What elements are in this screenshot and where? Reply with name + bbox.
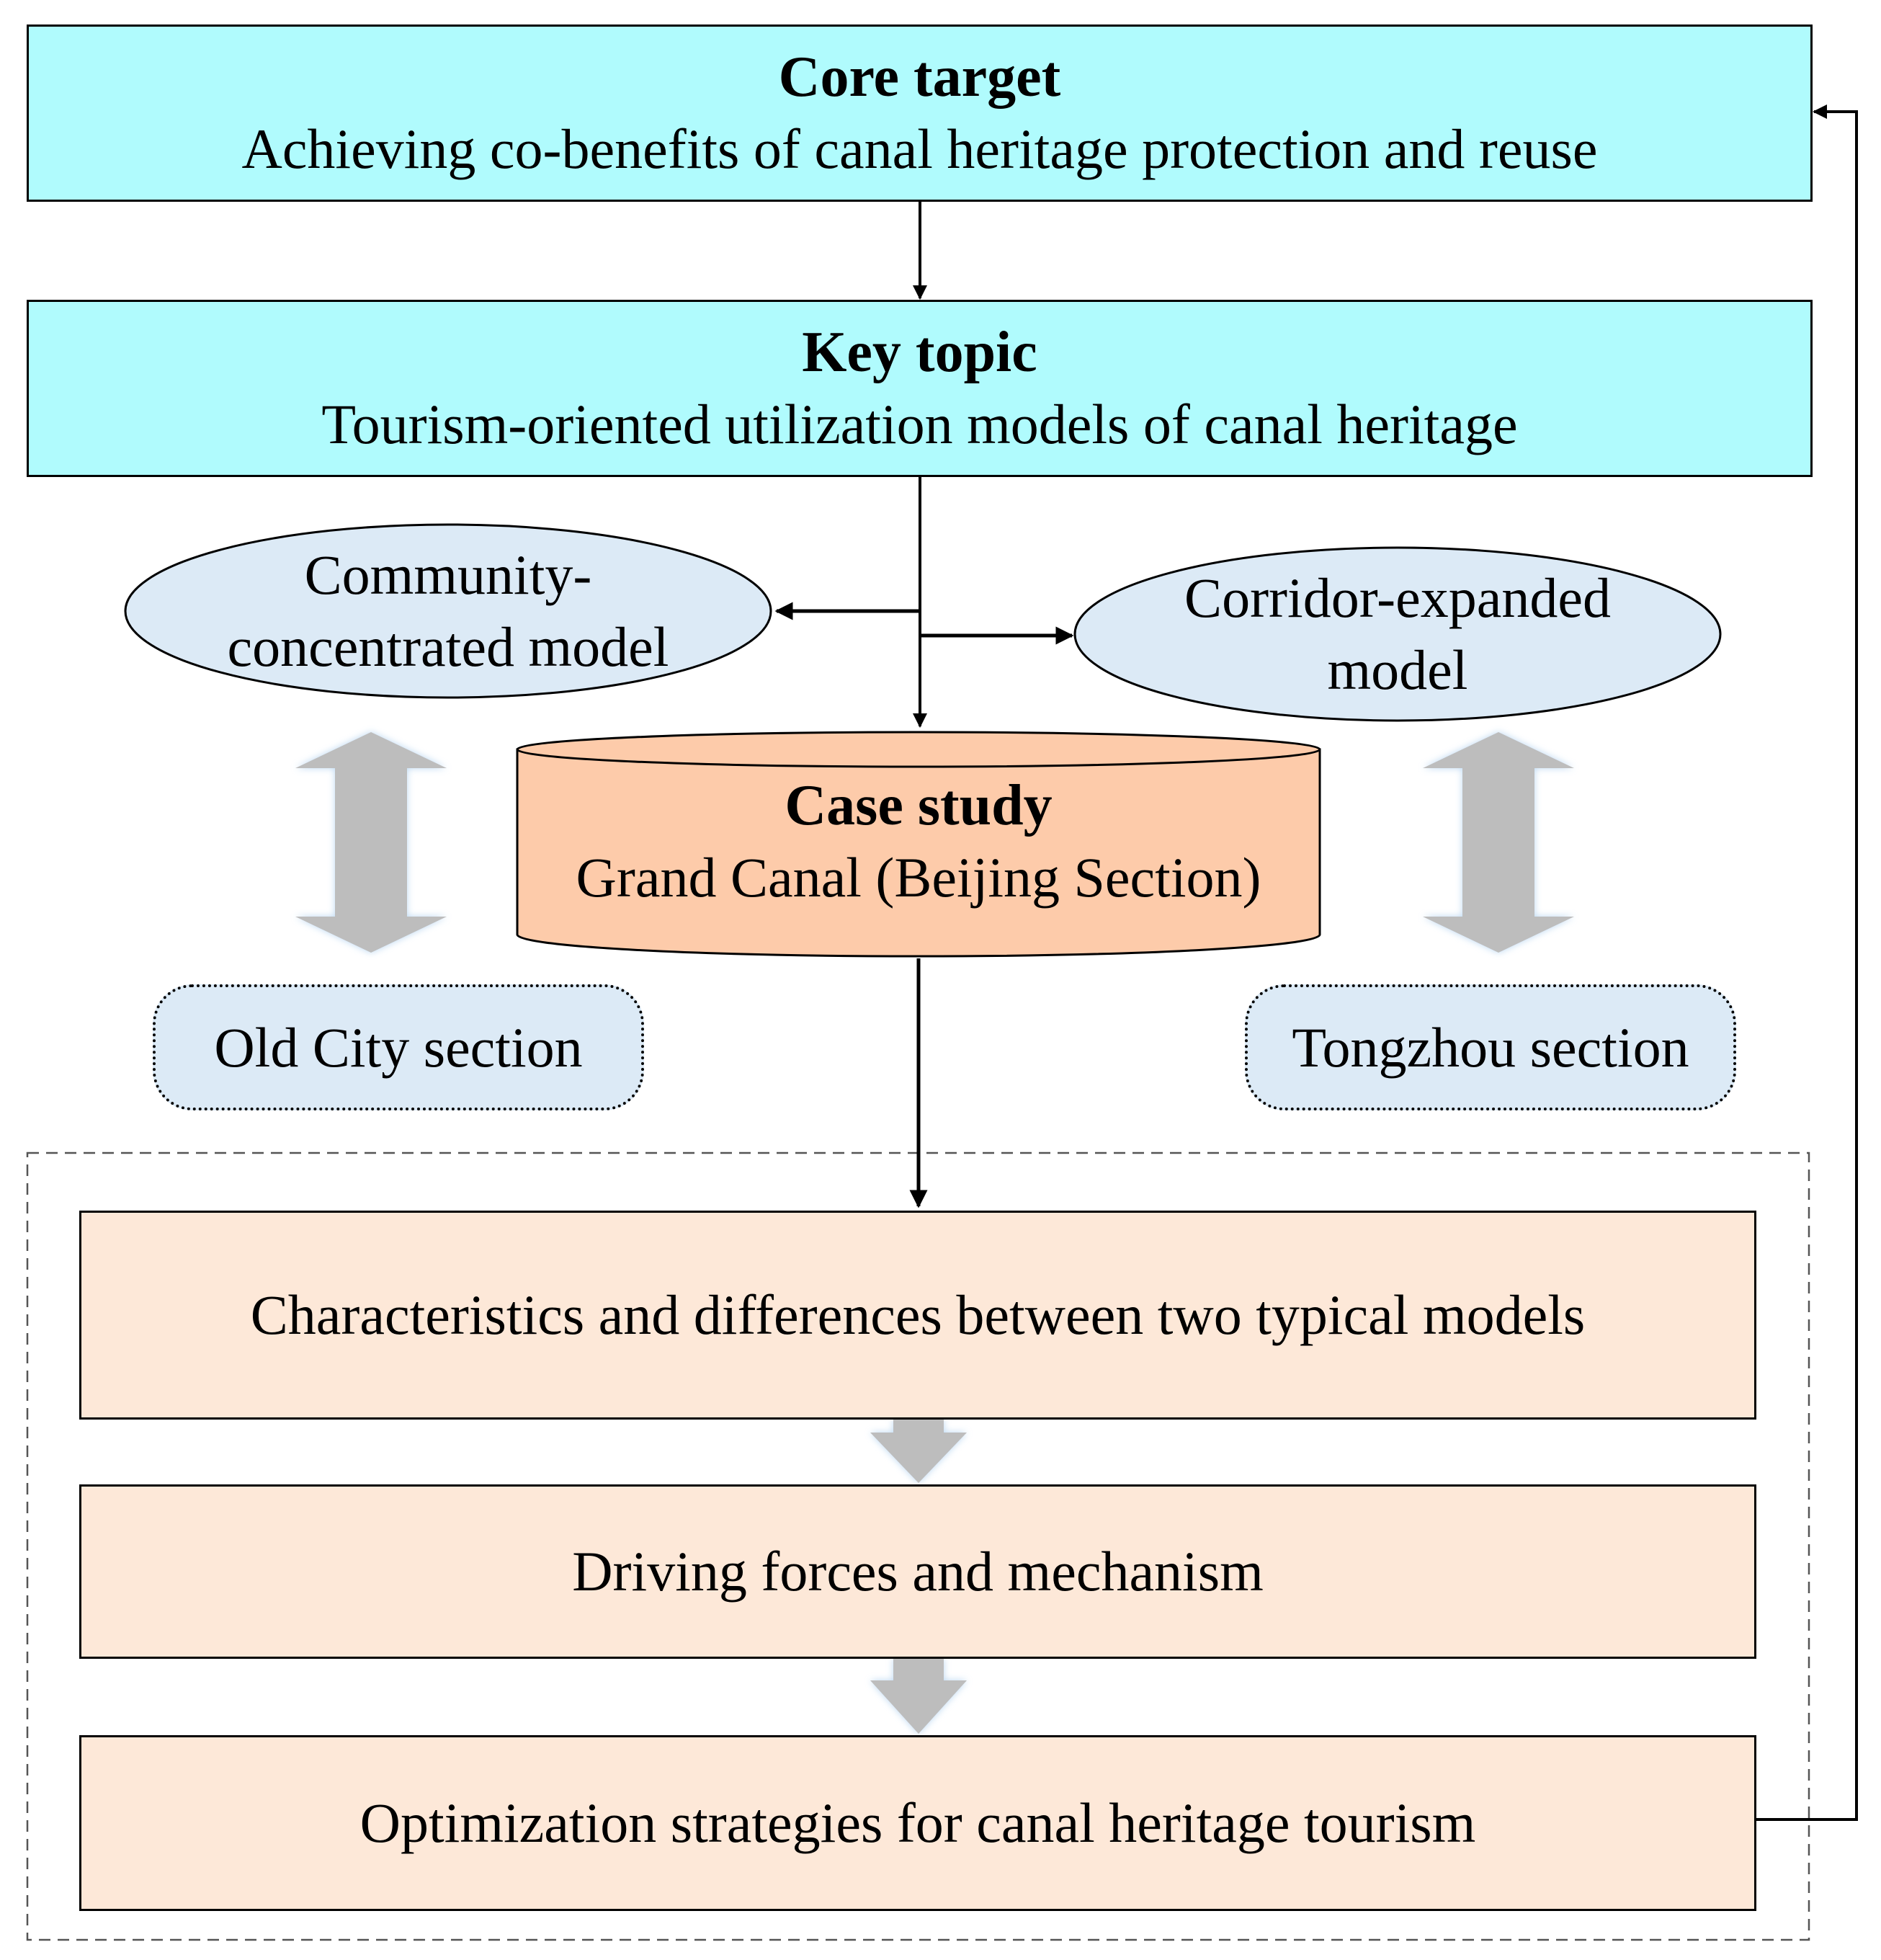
key-topic-subtitle: Tourism-oriented utilization models of c… — [321, 393, 1518, 455]
down-arrow-1 — [870, 1420, 967, 1483]
double-arrow-left — [295, 732, 447, 953]
community-model-ellipse — [124, 523, 772, 699]
community-model-line2: concentrated model — [227, 615, 669, 678]
key-topic-box: Key topic Tourism-oriented utilization m… — [27, 300, 1813, 477]
core-target-title: Core target — [778, 45, 1061, 109]
double-arrow-right — [1423, 732, 1574, 953]
corridor-model-label: Corridor-expanded model — [1094, 562, 1702, 706]
step-characteristics: Characteristics and differences between … — [79, 1211, 1756, 1420]
feedback-loop-arrow — [1753, 104, 1858, 1821]
case-study-text: Case study Grand Canal (Beijing Section) — [517, 770, 1320, 914]
corridor-model-line1: Corridor-expanded — [1184, 566, 1611, 629]
step-optimization: Optimization strategies for canal herita… — [79, 1735, 1756, 1911]
key-topic-title: Key topic — [802, 321, 1037, 384]
corridor-model-line2: model — [1327, 638, 1468, 701]
case-study-title: Case study — [785, 774, 1053, 837]
down-arrow-2 — [870, 1659, 967, 1734]
community-model-line1: Community- — [304, 543, 592, 606]
corridor-model-ellipse — [1073, 546, 1722, 722]
case-study-subtitle: Grand Canal (Beijing Section) — [576, 846, 1261, 909]
tongzhou-section: Tongzhou section — [1245, 984, 1736, 1110]
community-model-label: Community- concentrated model — [144, 539, 752, 683]
old-city-section: Old City section — [153, 984, 644, 1110]
case-study-cylinder — [516, 731, 1321, 958]
step-driving-forces: Driving forces and mechanism — [79, 1484, 1756, 1659]
core-target-box: Core target Achieving co-benefits of can… — [27, 24, 1813, 202]
core-target-subtitle: Achieving co-benefits of canal heritage … — [241, 117, 1598, 180]
